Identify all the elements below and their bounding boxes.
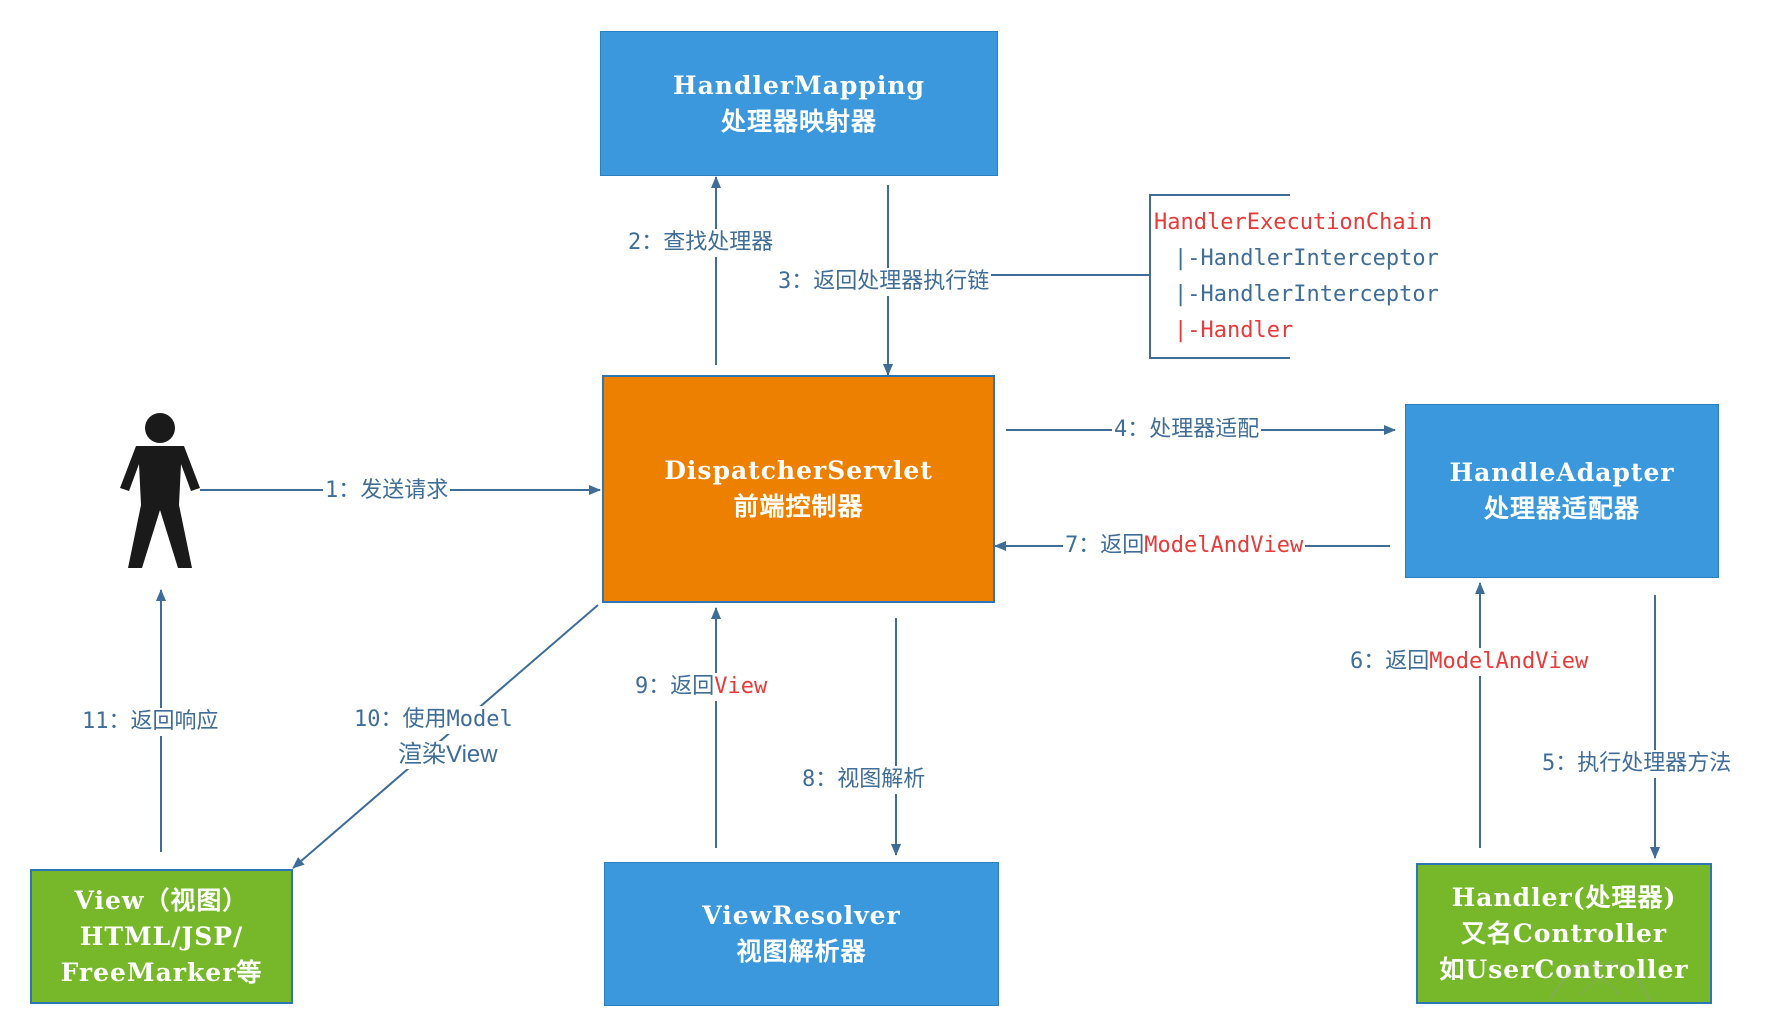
edge-7-label: 7：返回ModelAndView: [1063, 532, 1306, 560]
chain-item-interceptor-2: |-HandlerInterceptor: [1174, 282, 1439, 307]
edge-6-label: 6：返回ModelAndView: [1348, 648, 1591, 676]
view-line-1: View（视图）: [74, 885, 249, 915]
view-node: View（视图） HTML/JSP/ FreeMarker等: [30, 869, 293, 1004]
edge-9-highlight: View: [714, 674, 768, 699]
view-line-2: HTML/JSP/: [79, 921, 244, 951]
execution-chain: HandlerExecutionChain |-HandlerIntercept…: [1154, 205, 1439, 349]
edge-7-prefix: 7：返回: [1065, 533, 1145, 558]
edge-4-label: 4：处理器适配: [1112, 416, 1262, 444]
dispatcher-title: DispatcherServlet: [664, 456, 933, 485]
view-resolver-title: ViewResolver: [702, 901, 901, 930]
edge-10-line: [292, 604, 599, 869]
handle-adapter-title: HandleAdapter: [1449, 458, 1675, 487]
edge-1-label: 1：发送请求: [323, 477, 451, 505]
edge-2-label: 2：查找处理器: [626, 229, 776, 257]
edge-6-prefix: 6：返回: [1350, 649, 1430, 674]
handler-node: Handler(处理器) 又名Controller 如UserControlle…: [1416, 863, 1712, 1004]
person-icon: [120, 413, 200, 568]
edge-7-highlight: ModelAndView: [1144, 533, 1304, 558]
view-resolver-subtitle: 视图解析器: [736, 937, 867, 966]
handler-mapping-title: HandlerMapping: [672, 70, 926, 100]
edge-5-label: 5：执行处理器方法: [1540, 750, 1734, 778]
edge-10-label-line-1: 10：使用Model: [352, 706, 515, 734]
chain-bracket: [1149, 194, 1290, 359]
chain-item-handler: |-Handler: [1174, 318, 1294, 343]
watermark-logo: [1548, 960, 1652, 1001]
handler-line-2: 又名Controller: [1460, 918, 1668, 948]
handler-line-3: 如UserController: [1439, 954, 1689, 984]
edge-10-label-line-2: 渲染View: [396, 741, 500, 769]
chain-title: HandlerExecutionChain: [1154, 210, 1433, 235]
edge-8-label: 8：视图解析: [800, 766, 928, 794]
edge-11-label: 11：返回响应: [80, 708, 221, 736]
edge-3-label: 3：返回处理器执行链: [776, 268, 992, 296]
dispatcher-servlet-node: DispatcherServlet 前端控制器: [602, 375, 995, 603]
edge-9-label: 9：返回View: [633, 673, 770, 701]
handler-mapping-subtitle: 处理器映射器: [720, 106, 877, 136]
view-resolver-node: ViewResolver 视图解析器: [604, 862, 999, 1006]
edge-9-prefix: 9：返回: [635, 674, 715, 699]
edge-6-highlight: ModelAndView: [1429, 649, 1589, 674]
handler-mapping-node: HandlerMapping 处理器映射器: [600, 31, 998, 176]
dispatcher-subtitle: 前端控制器: [733, 492, 864, 521]
handle-adapter-node: HandleAdapter 处理器适配器: [1405, 404, 1719, 578]
chain-item-interceptor-1: |-HandlerInterceptor: [1174, 246, 1439, 271]
view-line-3: FreeMarker等: [60, 957, 263, 987]
handler-line-1: Handler(处理器): [1451, 882, 1677, 912]
handle-adapter-subtitle: 处理器适配器: [1483, 494, 1640, 523]
